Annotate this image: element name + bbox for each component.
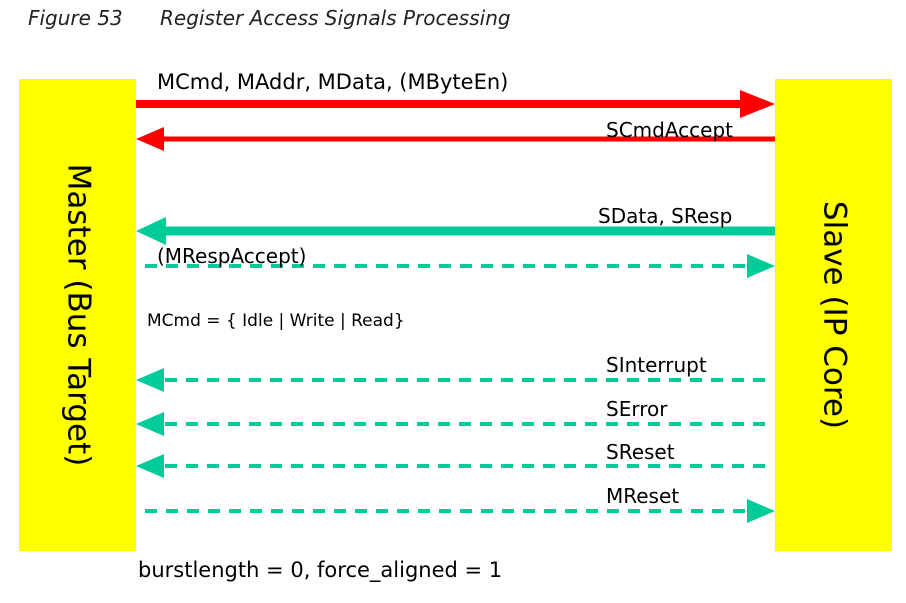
arrowhead [740, 90, 775, 118]
signal-label-mreset: MReset [606, 484, 679, 508]
signal-label-sdata: SData, SResp [598, 204, 732, 228]
slave-box [775, 79, 892, 551]
signal-label-scmdaccept: SCmdAccept [606, 118, 733, 142]
arrowhead [747, 499, 775, 523]
signal-sdata: SData, SResp [136, 204, 775, 245]
signal-mreset: MReset [145, 484, 775, 523]
mcmd-note: MCmd = { Idle | Write | Read} [147, 311, 405, 331]
signal-sinterrupt: SInterrupt [136, 353, 770, 392]
signal-label-mrespaccept: (MRespAccept) [157, 244, 306, 268]
signal-serror: SError [136, 397, 770, 436]
signal-sreset: SReset [136, 440, 770, 478]
signal-label-serror: SError [606, 397, 668, 421]
arrowhead [136, 217, 166, 245]
arrowhead [747, 254, 775, 278]
slave-label: Slave (IP Core) [817, 201, 853, 429]
signal-label-mcmd: MCmd, MAddr, MData, (MByteEn) [157, 70, 508, 94]
arrowhead [136, 454, 164, 478]
master-label: Master (Bus Target) [61, 164, 97, 467]
arrowhead [136, 412, 164, 436]
signal-mcmd: MCmd, MAddr, MData, (MByteEn) [136, 70, 775, 118]
figure-title: Register Access Signals Processing [160, 6, 511, 30]
footer-parameters: burstlength = 0, force_aligned = 1 [138, 558, 503, 582]
signal-mrespaccept: (MRespAccept) [145, 244, 775, 278]
signal-scmdaccept: SCmdAccept [136, 118, 775, 151]
master-box [19, 79, 136, 551]
signal-label-sreset: SReset [606, 440, 675, 464]
signal-label-sinterrupt: SInterrupt [606, 353, 707, 377]
figure-number: Figure 53 [28, 6, 123, 30]
arrowhead [136, 368, 164, 392]
arrowhead [136, 127, 164, 151]
